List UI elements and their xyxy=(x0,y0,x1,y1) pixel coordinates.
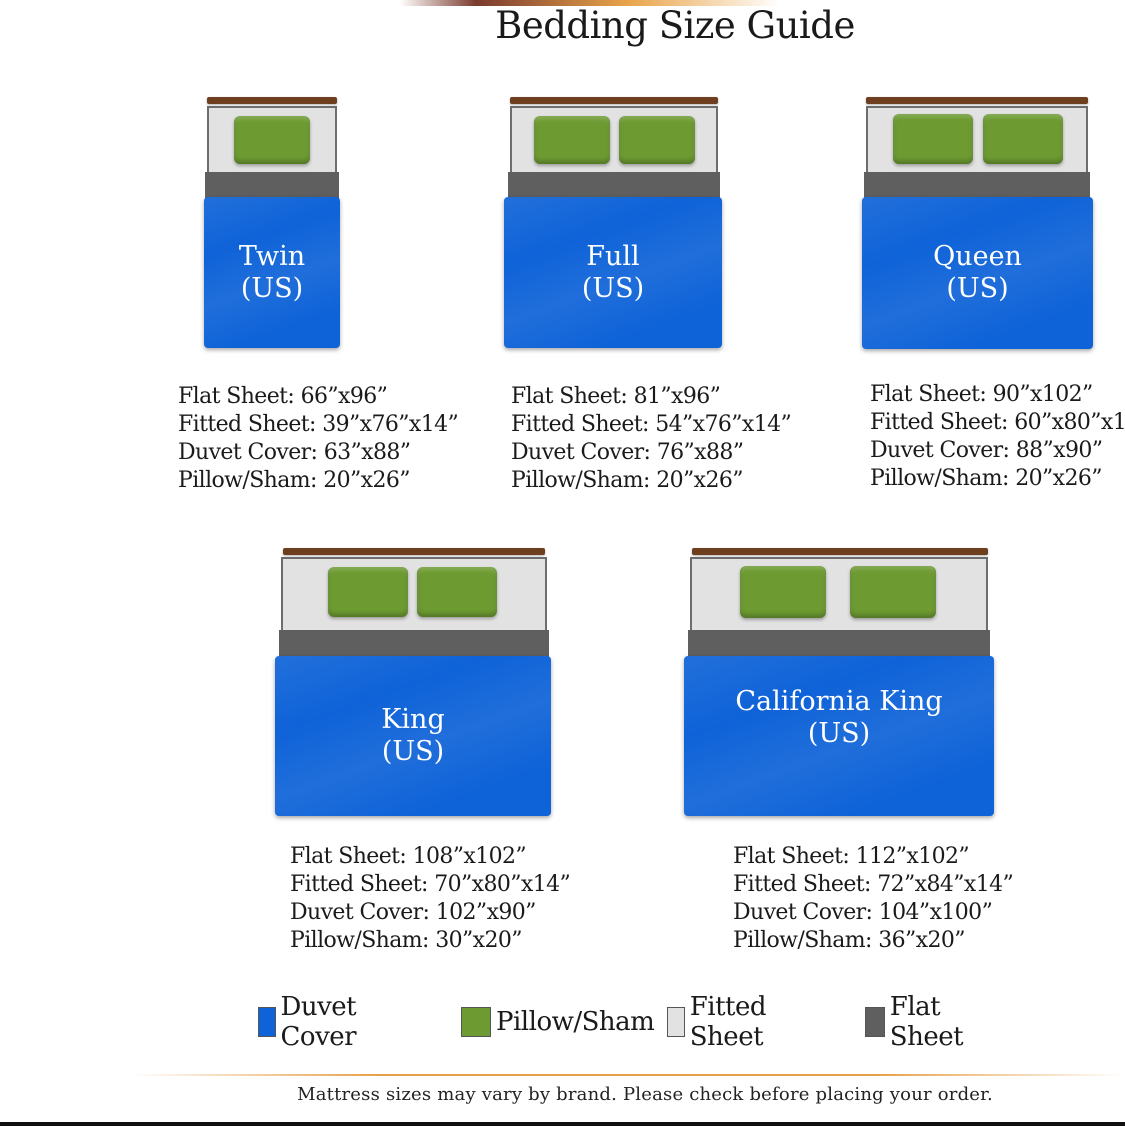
spec-fitted-sheet: Fitted Sheet: 39”x76”x14” xyxy=(178,412,459,437)
pillow xyxy=(534,116,610,164)
legend-item-pillow-sham: Pillow/Sham xyxy=(461,1005,655,1039)
spec-duvet-cover: Duvet Cover: 104”x100” xyxy=(733,900,993,925)
spec-pillow-sham: Pillow/Sham: 36”x20” xyxy=(733,928,966,953)
spec-pillow-sham: Pillow/Sham: 20”x26” xyxy=(178,468,411,493)
top-accent-bar xyxy=(400,0,780,6)
legend-label: Duvet Cover xyxy=(280,992,357,1052)
bed-region: (US) xyxy=(807,718,871,749)
legend-swatch xyxy=(865,1007,885,1037)
headboard xyxy=(207,97,337,104)
legend-label: Flat Sheet xyxy=(889,992,964,1052)
bed-region: (US) xyxy=(240,272,304,304)
legend-swatch xyxy=(461,1007,491,1037)
flat-sheet xyxy=(508,172,720,200)
spec-duvet-cover: Duvet Cover: 88”x90” xyxy=(870,438,1103,463)
bed-region: (US) xyxy=(381,736,445,767)
legend-item-duvet-cover: Duvet Cover xyxy=(258,992,369,1052)
pillow xyxy=(850,566,936,618)
spec-duvet-cover: Duvet Cover: 102”x90” xyxy=(290,900,536,925)
bed-name: King xyxy=(381,704,445,735)
spec-flat-sheet: Flat Sheet: 108”x102” xyxy=(290,844,527,869)
page-title: Bedding Size Guide xyxy=(495,4,855,47)
footnote: Mattress sizes may vary by brand. Please… xyxy=(297,1084,993,1105)
specs-queen: Flat Sheet: 90”x102” Fitted Sheet: 60”x8… xyxy=(870,381,1125,493)
duvet-cover: King (US) xyxy=(275,656,551,816)
bed-name: California King xyxy=(735,686,943,717)
pillow xyxy=(740,566,826,618)
pillow xyxy=(328,567,408,617)
flat-sheet xyxy=(864,172,1090,200)
legend-label: Fitted Sheet xyxy=(689,992,767,1052)
fitted-sheet xyxy=(690,557,988,635)
spec-flat-sheet: Flat Sheet: 90”x102” xyxy=(870,382,1093,407)
bed-name: Twin xyxy=(238,240,306,272)
headboard xyxy=(866,97,1088,104)
pillow xyxy=(893,114,973,164)
specs-twin: Flat Sheet: 66”x96” Fitted Sheet: 39”x76… xyxy=(178,383,459,495)
headboard xyxy=(283,548,545,555)
spec-fitted-sheet: Fitted Sheet: 60”x80”x14” xyxy=(870,410,1125,435)
divider xyxy=(130,1074,1125,1076)
pillow xyxy=(619,116,695,164)
spec-flat-sheet: Flat Sheet: 66”x96” xyxy=(178,384,388,409)
specs-california-king: Flat Sheet: 112”x102” Fitted Sheet: 72”x… xyxy=(733,843,1014,955)
spec-pillow-sham: Pillow/Sham: 20”x26” xyxy=(511,468,744,493)
flat-sheet xyxy=(205,172,339,200)
legend-label: Pillow/Sham xyxy=(496,1007,655,1037)
pillow xyxy=(234,116,310,164)
legend-swatch xyxy=(258,1007,276,1037)
spec-duvet-cover: Duvet Cover: 63”x88” xyxy=(178,440,411,465)
spec-fitted-sheet: Fitted Sheet: 72”x84”x14” xyxy=(733,872,1014,897)
headboard xyxy=(510,97,718,104)
duvet-cover: Full (US) xyxy=(504,197,722,348)
specs-full: Flat Sheet: 81”x96” Fitted Sheet: 54”x76… xyxy=(511,383,792,495)
spec-flat-sheet: Flat Sheet: 112”x102” xyxy=(733,844,970,869)
duvet-cover: California King (US) xyxy=(684,656,994,816)
bed-region: (US) xyxy=(946,273,1009,304)
flat-sheet xyxy=(688,630,990,660)
bottom-rule xyxy=(0,1122,1125,1126)
legend-swatch xyxy=(667,1007,685,1037)
bed-region: (US) xyxy=(581,272,645,304)
legend-item-fitted-sheet: Fitted Sheet xyxy=(667,992,778,1052)
specs-king: Flat Sheet: 108”x102” Fitted Sheet: 70”x… xyxy=(290,843,571,955)
spec-fitted-sheet: Fitted Sheet: 70”x80”x14” xyxy=(290,872,571,897)
pillow xyxy=(417,567,497,617)
spec-duvet-cover: Duvet Cover: 76”x88” xyxy=(511,440,744,465)
spec-pillow-sham: Pillow/Sham: 30”x20” xyxy=(290,928,523,953)
duvet-cover: Queen (US) xyxy=(862,197,1093,349)
pillow xyxy=(983,114,1063,164)
flat-sheet xyxy=(279,630,549,660)
spec-fitted-sheet: Fitted Sheet: 54”x76”x14” xyxy=(511,412,792,437)
headboard xyxy=(692,548,988,555)
spec-flat-sheet: Flat Sheet: 81”x96” xyxy=(511,384,721,409)
bed-name: Queen xyxy=(933,241,1022,272)
spec-pillow-sham: Pillow/Sham: 20”x26” xyxy=(870,466,1103,491)
fitted-sheet xyxy=(281,557,547,635)
duvet-cover: Twin (US) xyxy=(204,197,340,348)
legend-item-flat-sheet: Flat Sheet xyxy=(865,992,973,1052)
bed-name: Full xyxy=(586,240,640,272)
